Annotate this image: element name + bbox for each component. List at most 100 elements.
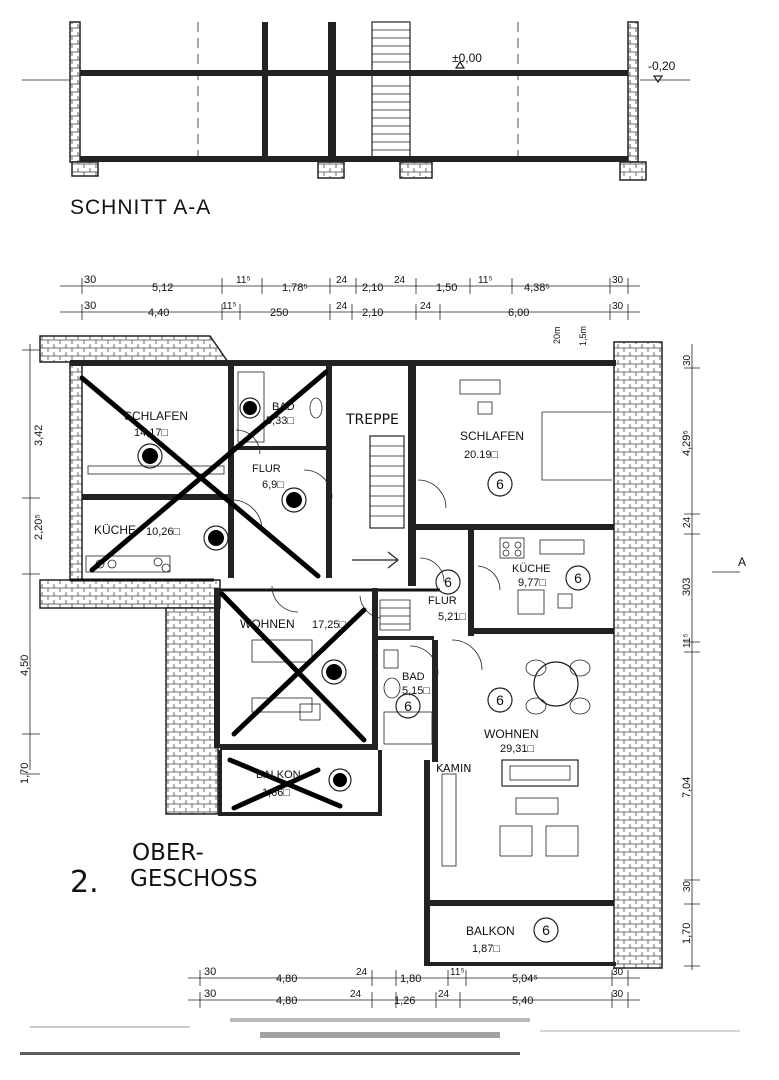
room-labels-left: SCHLAFEN 14,17□ BAD 5,33□ FLUR 6,9□ KÜCH… — [94, 401, 347, 799]
top-dim-1-k: 30 — [612, 275, 624, 286]
room-right-bad-area: 5,15□ — [402, 685, 430, 697]
section-footing-1 — [71, 161, 99, 177]
right-dim-f: 7,04 — [681, 777, 693, 798]
section-slab-lower — [70, 156, 638, 162]
right-dimension-chain: 30 4,29⁵ 24 303 11⁵ 7,04 30 1,70 A — [681, 344, 746, 970]
room-left-bad-name: BAD — [272, 401, 295, 413]
top-dim-2-b: 4,40 — [148, 307, 169, 319]
section-footing-2 — [317, 161, 345, 179]
room-left-kueche-area: 10,26□ — [146, 526, 181, 538]
furniture — [85, 371, 612, 867]
bottom-dim-1-e: 11⁵ — [450, 967, 465, 978]
level-marker-minus — [652, 75, 664, 84]
section-title: SCHNITT A-A — [70, 196, 211, 219]
badge-bad-right — [395, 693, 421, 719]
room-left-schlafen-name: SCHLAFEN — [124, 409, 188, 423]
right-dim-a: 30 — [682, 354, 693, 366]
room-labels-right: SCHLAFEN 20.19□ KÜCHE 9,77□ FLUR 5,21□ B… — [402, 429, 551, 955]
top-dim-2-g: 24 — [420, 301, 432, 312]
top-dim-1-g: 24 — [394, 275, 406, 286]
left-dim-c: 4,50 — [19, 655, 31, 676]
room-right-flur-name: FLUR — [428, 595, 457, 607]
room-right-schlafen-area: 20.19□ — [464, 449, 499, 461]
bathtub-right — [383, 711, 433, 745]
level-minus-label: -0,20 — [648, 59, 676, 73]
bottom-dim-2-b: 4,80 — [276, 995, 297, 1007]
bottom-dim-2-c: 24 — [350, 989, 362, 1000]
scan-noise — [20, 1018, 740, 1055]
section-a-a: ±0,00 -0,20 SCHNITT A-A — [22, 21, 690, 219]
coffee-table — [515, 797, 559, 815]
badge-flur-right-text: 6 — [444, 574, 452, 590]
section-marker-a: A — [738, 555, 746, 569]
badge-balkon-right-text: 6 — [542, 922, 550, 938]
room-right-kueche-name: KÜCHE — [512, 563, 551, 575]
marker-dots — [137, 397, 352, 792]
section-footing-3 — [399, 161, 433, 179]
left-dim-b: 2,20⁵ — [33, 514, 45, 540]
bottom-dim-1-f: 5,04⁵ — [512, 973, 538, 985]
bottom-dim-1-d: 1,80 — [400, 973, 421, 985]
bottom-dim-1-b: 4,80 — [276, 973, 297, 985]
armchair-1 — [499, 825, 533, 857]
left-dim-d: 1,70 — [19, 763, 31, 784]
room-left-flur-area: 6,9□ — [262, 479, 284, 491]
top-dim-2-c: 11⁵ — [222, 301, 237, 312]
desk-right — [459, 379, 501, 395]
door-swings — [231, 429, 501, 675]
top-dim-2-h: 6,00 — [508, 307, 529, 319]
badge-wohnen-right-text: 6 — [496, 692, 504, 708]
kitchen-table-right — [517, 589, 545, 615]
top-dim-1-i: 11⁵ — [478, 275, 493, 286]
right-dim-h: 1,70 — [681, 923, 693, 944]
top-dim-1-f: 2,10 — [362, 282, 383, 294]
top-dim-2-i: 30 — [612, 301, 624, 312]
bottom-dim-2-d: 1,26 — [394, 995, 415, 1007]
badge-schlafen-right — [487, 471, 513, 497]
floor-walls — [70, 360, 616, 966]
section-slab-upper — [70, 70, 638, 76]
room-left-bad-area: 5,33□ — [266, 415, 294, 427]
top-dim-2-d: 250 — [270, 307, 288, 319]
top-dim-2-f: 2,10 — [362, 307, 383, 319]
top-dim-2-a: 30 — [84, 300, 96, 312]
small-label-1-5m: 1,5m — [578, 326, 588, 346]
room-right-balkon-name: BALKON — [466, 924, 515, 938]
room-right-wohnen-area: 29,31□ — [500, 743, 535, 755]
badge-kueche-right-text: 6 — [574, 570, 582, 586]
toilet-right — [383, 649, 399, 669]
stair-flight — [352, 435, 411, 631]
floor-name-line1: OBER- — [132, 840, 204, 866]
roof-hatch-top-left — [39, 335, 230, 363]
kitchen-counter-left — [85, 555, 171, 573]
room-left-wohnen-name: WOHNEN — [240, 617, 295, 631]
bottom-dim-1-g: 30 — [612, 967, 624, 978]
sofa — [501, 759, 579, 787]
top-dim-1-b: 5,12 — [152, 282, 173, 294]
badge-kueche-right — [565, 565, 591, 591]
bottom-dim-2-g: 30 — [612, 989, 624, 1000]
cancel-crosses — [79, 369, 367, 811]
armchair-2 — [545, 825, 579, 857]
floor-name-line2: GESCHOSS — [130, 866, 258, 892]
top-dim-1-j: 4,38⁵ — [524, 282, 550, 294]
floor-title: 2. OBER- GESCHOSS — [70, 840, 258, 900]
bottom-dim-2-a: 30 — [204, 988, 216, 1000]
top-dim-1-e: 24 — [336, 275, 348, 286]
right-dim-g: 30 — [682, 880, 693, 892]
level-zero-label: ±0,00 — [452, 51, 482, 65]
room-right-schlafen-name: SCHLAFEN — [460, 429, 524, 443]
left-dim-a: 3,42 — [33, 425, 45, 446]
bottom-dim-2-e: 24 — [438, 989, 450, 1000]
top-dimension-chains: 30 5,12 11⁵ 1,78⁵ 24 2,10 24 1,50 11⁵ 4,… — [60, 274, 640, 320]
room-left-flur-name: FLUR — [252, 463, 281, 475]
bottom-dim-2-f: 5,40 — [512, 995, 533, 1007]
badge-bad-right-text: 6 — [404, 698, 412, 714]
right-dim-c: 24 — [682, 516, 693, 528]
top-dim-1-c: 11⁵ — [236, 275, 251, 286]
wall-hatch-lower-left — [165, 607, 219, 815]
room-left-balkon-name: BALKON — [256, 769, 301, 781]
badge-flur-right — [435, 569, 461, 595]
bathtub-left — [237, 371, 265, 443]
